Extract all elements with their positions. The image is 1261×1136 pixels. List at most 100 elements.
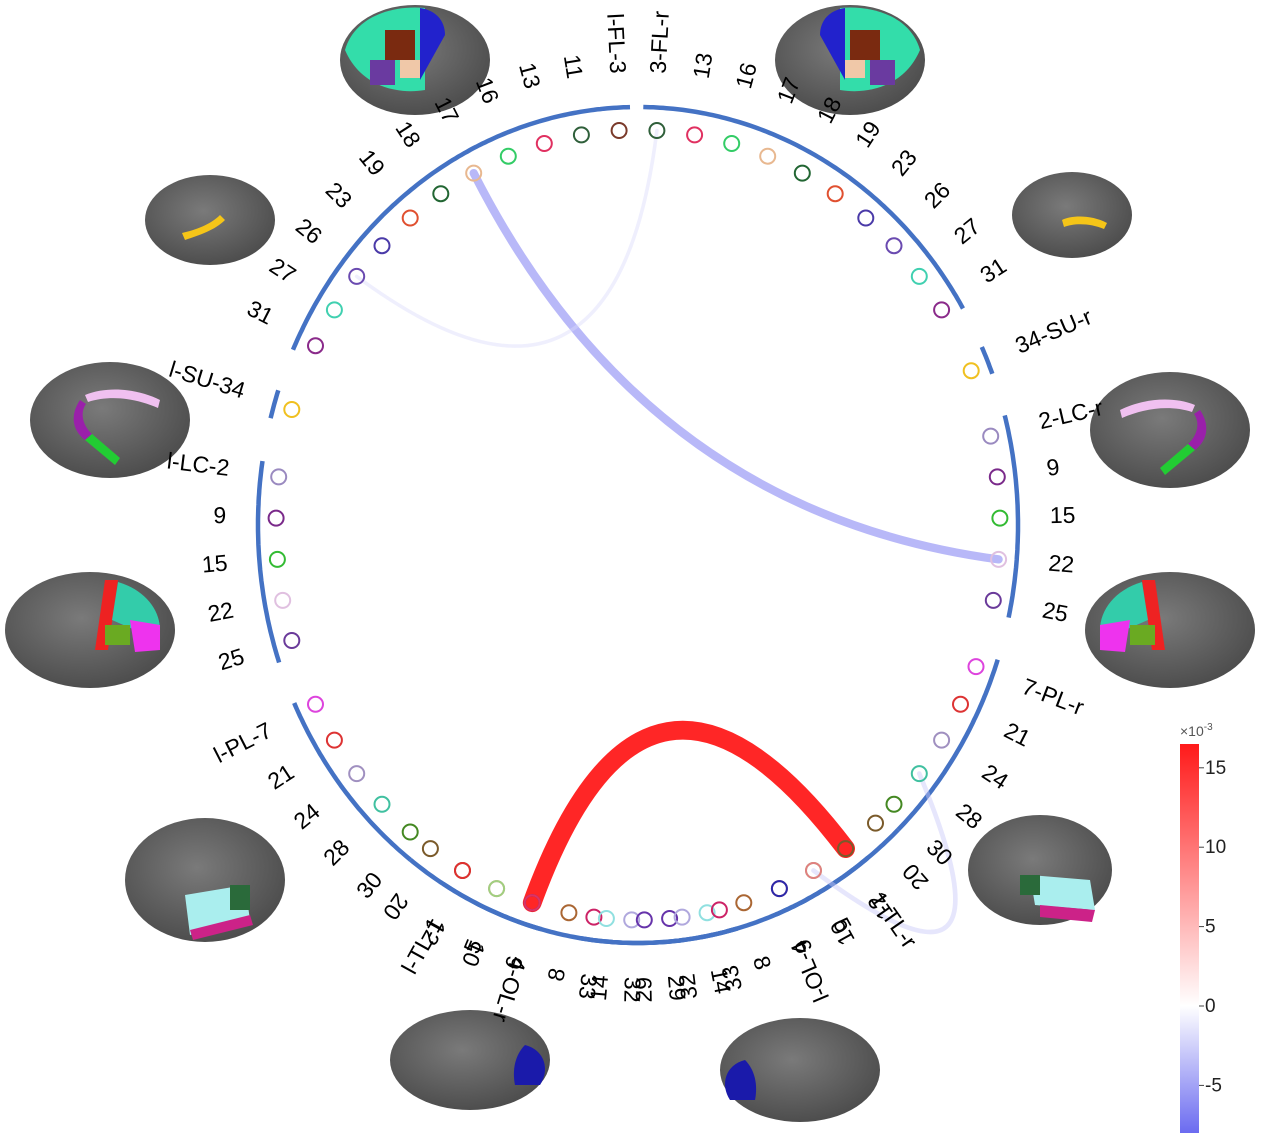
connection-link-0	[469, 168, 1003, 564]
brain-insula-right-icon	[1012, 172, 1132, 258]
node-label-TL-r-29: 29	[663, 974, 691, 1002]
node-FL-r-13	[686, 126, 704, 144]
node-OL-r-20	[421, 840, 439, 858]
node-label-LC-r-25: 25	[1040, 597, 1070, 627]
group-arc-TL-l	[442, 882, 739, 946]
node-TL-r-8	[735, 894, 753, 912]
node-label-FL-r-27: 27	[949, 213, 985, 249]
node-SU-r-34	[962, 362, 980, 380]
node-PL-l-7	[307, 695, 324, 713]
node-TL-l-1	[454, 862, 471, 879]
node-label-TL-r-14: 14	[706, 966, 736, 996]
node-label-LC-l-15: 15	[201, 550, 229, 578]
node-PL-r-28	[910, 765, 928, 783]
brain-limbic-right-icon	[1090, 372, 1250, 488]
node-label-PL-l-30: 30	[351, 867, 387, 903]
node-FL-l-23	[373, 237, 391, 255]
group-arc-LC-r	[1002, 414, 1021, 619]
node-label-PL-r-21: 21	[1000, 717, 1035, 752]
node-label-PL-l-24: 24	[289, 798, 325, 834]
node-LC-l-9	[267, 509, 285, 527]
node-LC-l-25	[283, 632, 301, 649]
node-label-PL-l-21: 21	[263, 759, 299, 795]
node-label-LC-r-22: 22	[1047, 550, 1075, 578]
node-TL-l-8	[560, 904, 578, 922]
node-label-TL-l-29: 29	[630, 977, 656, 1003]
group-label-OL-l: l-OL-4	[785, 937, 834, 1006]
group-label-SU-r: 34-SU-r	[1011, 303, 1096, 359]
colorbar-exponent: ×10-3	[1180, 722, 1213, 739]
node-TL-r-33	[585, 908, 603, 926]
group-arc-PL-r	[896, 659, 1000, 832]
node-label-LC-l-9: 9	[213, 502, 226, 528]
brain-parietal-right-icon	[1085, 572, 1255, 688]
node-FL-r-17	[759, 147, 777, 165]
group-label-FL-l: l-FL-3	[602, 13, 631, 74]
node-PL-r-30	[885, 795, 903, 813]
node-label-FL-r-31: 31	[975, 252, 1011, 288]
node-label-LC-l-25: 25	[215, 643, 247, 675]
node-label-PL-l-28: 28	[318, 834, 354, 870]
node-OL-l-10	[805, 862, 822, 879]
node-TL-l-14	[597, 910, 615, 927]
node-TL-l-5	[488, 880, 506, 898]
group-arc-OL-l	[774, 828, 900, 917]
node-label-TL-r-33: 33	[574, 972, 603, 1001]
node-label-TL-r-32: 32	[619, 977, 645, 1003]
node-FL-l-13	[535, 135, 553, 152]
node-label-FL-l-11: 11	[559, 53, 588, 81]
brain-frontal-left-icon	[340, 5, 490, 115]
node-FL-l-18	[432, 185, 450, 203]
colorbar-gradient	[1180, 744, 1199, 1133]
node-LC-l-22	[274, 591, 292, 609]
node-label-LC-r-15: 15	[1050, 502, 1076, 528]
brain-limbic-left-icon	[30, 362, 190, 478]
brain-temporal-left-icon	[125, 818, 285, 942]
node-label-LC-l-22: 22	[206, 597, 236, 627]
node-FL-r-26	[885, 237, 903, 255]
region-nodes	[267, 122, 1009, 929]
node-LC-r-22	[990, 550, 1008, 568]
node-PL-r-24	[933, 731, 951, 749]
node-label-TL-l-8: 8	[542, 966, 570, 984]
node-TL-r-14	[698, 904, 716, 922]
node-label-FL-l-27: 27	[265, 252, 301, 288]
node-TL-r-32	[623, 911, 641, 929]
node-label-FL-l-19: 19	[354, 144, 390, 180]
node-LC-r-25	[984, 591, 1002, 609]
node-LC-r-2	[982, 427, 1000, 445]
group-ring-arcs	[255, 104, 1021, 946]
group-arc-SU-l	[268, 389, 281, 419]
colorbar-tick-label: 5	[1205, 917, 1216, 938]
node-label-OL-l-20: 20	[897, 859, 933, 895]
node-FL-l-26	[348, 267, 366, 285]
colorbar-tick-label: 0	[1205, 996, 1216, 1017]
node-label-FL-r-13: 13	[688, 51, 718, 80]
group-label-PL-r: 7-PL-r	[1019, 673, 1088, 720]
node-label-TL-l-32: 32	[673, 972, 702, 1001]
node-FL-r-19	[826, 185, 844, 203]
node-label-TL-r-8: 8	[748, 953, 777, 973]
node-label-PL-r-28: 28	[951, 798, 987, 834]
node-FL-l-11	[572, 126, 590, 144]
colorbar-tick-label: 15	[1205, 758, 1226, 779]
node-label-TL-l-14: 14	[585, 974, 613, 1002]
node-FL-r-23	[857, 209, 875, 227]
node-LC-r-9	[988, 468, 1006, 486]
node-TL-l-32	[673, 908, 691, 926]
colorbar-tick-label: 10	[1205, 837, 1226, 858]
group-label-FL-r: 3-FL-r	[645, 10, 674, 74]
node-OL-l-12	[837, 840, 855, 858]
node-PL-l-21	[325, 731, 343, 749]
brain-insula-left-icon	[145, 175, 275, 265]
node-TL-l-6	[523, 894, 541, 912]
node-FL-r-18	[793, 164, 811, 182]
connection-link-3	[811, 771, 958, 935]
group-arc-FL-l	[290, 104, 631, 351]
brain-parietal-left-icon	[5, 572, 175, 688]
node-PL-r-21	[952, 695, 969, 713]
